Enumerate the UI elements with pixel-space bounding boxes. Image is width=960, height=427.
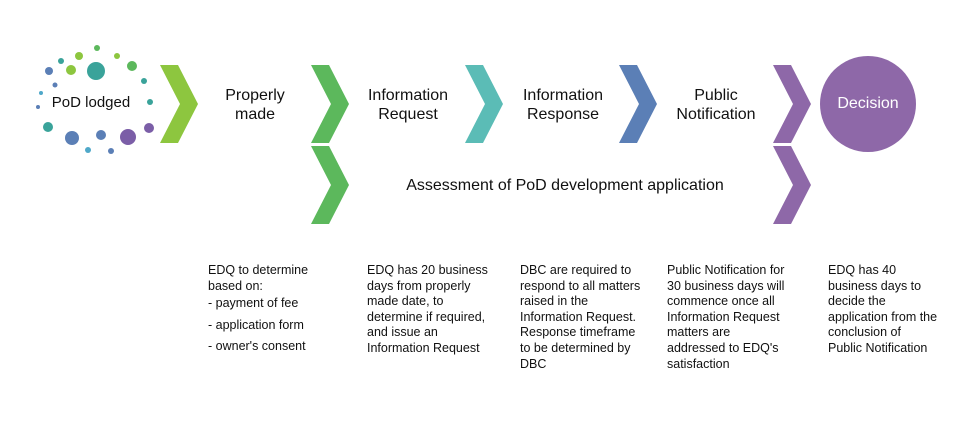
decision-label: Decision [837,95,899,112]
stage-label-properly-made: Properly made [225,87,285,123]
decorative-dot [127,61,137,71]
decorative-dot [114,53,120,59]
start-label: PoD lodged [51,94,131,111]
decorative-dot [147,99,153,105]
description-decision: EDQ has 40 business days to decide the a… [828,263,938,355]
chevron-properly-made [160,65,198,143]
stage-label-information-response: Information Response [522,87,604,123]
decorative-dot [66,65,76,75]
decorative-dot [120,129,136,145]
decorative-dot [45,67,53,75]
chevron-assessment-start [311,146,349,224]
criteria-item: owner's consent [208,339,328,355]
assessment-label: Assessment of PoD development applicatio… [406,177,724,194]
decorative-dot [85,147,91,153]
decorative-dot [36,105,40,109]
stage-label-information-request: Information Request [367,87,449,123]
stage-label-public-notification: Public Notification [676,87,756,123]
description-public-notification: Public Notification for 30 business days… [667,263,785,371]
decorative-dot [141,78,147,84]
decision-circle [820,56,916,152]
description-text: EDQ to determine based on: [208,263,309,293]
decorative-dot [94,45,100,51]
decorative-dot [87,62,105,80]
criteria-list: payment of fee application form owner's … [208,296,328,355]
decorative-dot [58,58,64,64]
decorative-dot [39,91,43,95]
description-information-response: DBC are required to respond to all matte… [520,263,641,371]
decorative-dot [52,82,58,88]
decorative-dot [96,130,106,140]
decorative-dot [65,131,79,145]
description-information-request: EDQ has 20 business days from properly m… [367,263,488,355]
chevron-public-notification [619,65,657,143]
chevron-information-response [465,65,503,143]
chevron-assessment-end [773,146,811,224]
criteria-item: payment of fee [208,296,328,312]
decorative-dot [75,52,83,60]
chevron-decision [773,65,811,143]
decorative-dot [144,123,154,133]
description-properly-made: EDQ to determine based on: payment of fe… [208,263,328,361]
chevron-information-request [311,65,349,143]
pod-lodged-dot-cluster [36,45,154,154]
decorative-dot [43,122,53,132]
criteria-item: application form [208,318,328,334]
decorative-dot [108,148,114,154]
